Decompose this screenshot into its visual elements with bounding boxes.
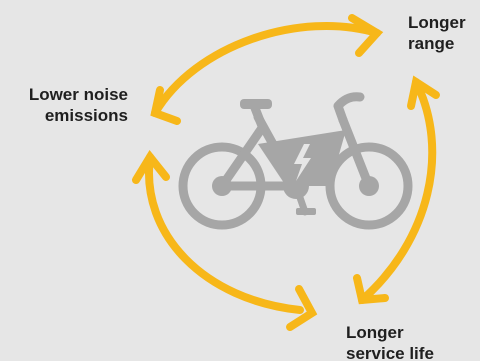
handlebar-stem [333,92,365,125]
label-longer-range: Longer range [408,12,466,54]
label-lower-noise-line-1: Lower noise [28,85,128,104]
label-longer-service-life: Longer service life [346,322,434,361]
seat-post [250,103,267,131]
label-longer-range-line-2: range [408,34,455,53]
lightning-bolt-icon [294,144,311,181]
label-lower-noise-emissions: Lower noise emissions [8,84,128,126]
saddle [240,99,272,109]
arrow-range-to-service-life [353,75,440,305]
electric-bicycle-icon [178,92,413,230]
cycle-arrows [132,14,440,331]
pedal [296,208,316,215]
label-service-life-line-1: Longer [346,323,404,342]
fork [338,115,374,191]
label-longer-range-line-1: Longer [408,13,466,32]
pedal-crank [292,182,309,216]
arrow-noise-to-service-life [132,150,318,331]
arrow-noise-to-range [150,14,384,125]
label-service-life-line-2: service life [346,344,434,361]
label-lower-noise-line-2: emissions [44,106,128,125]
seat-stay [217,123,267,191]
